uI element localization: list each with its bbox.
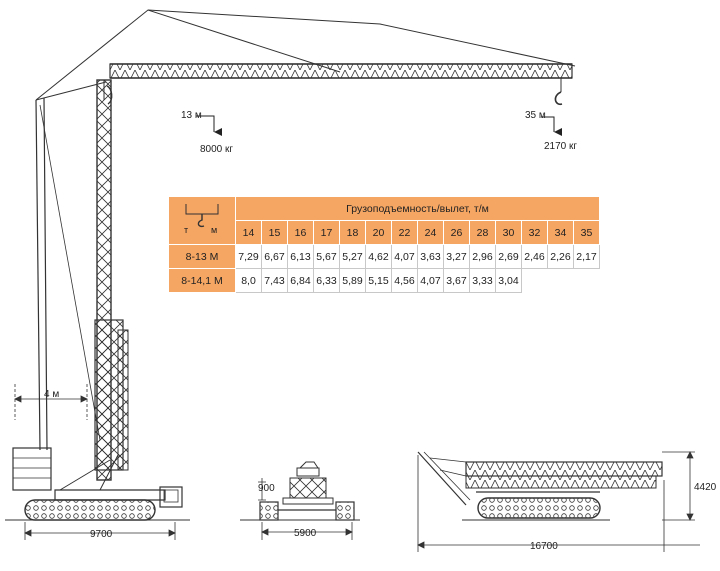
radius-header-cell: 22 [391,220,418,245]
capacity-value-cell: 3,67 [443,268,470,293]
capacity-value-cell: 5,89 [339,268,366,293]
track-width-label: 5900 [294,528,317,539]
capacity-value-cell: 6,13 [287,244,314,269]
radius-min-label: 13 м [181,110,202,121]
transport-length-label: 16700 [530,541,558,552]
empty-cell [521,268,548,293]
capacity-value-cell: 4,07 [391,244,418,269]
capacity-value-cell: 5,27 [339,244,366,269]
base-length-dimension [24,522,176,540]
capacity-value-cell: 4,56 [391,268,418,293]
model-label-cell: 8-14,1 М [168,268,236,293]
capacity-value-cell: 4,62 [365,244,392,269]
radius-header-cell: 28 [469,220,496,245]
transport-view [417,451,700,552]
capacity-value-cell: 8,0 [235,268,262,293]
capacity-value-cell: 2,96 [469,244,496,269]
transport-height-label: 4420 [694,482,717,493]
capacity-value-cell: 6,84 [287,268,314,293]
load-max-label: 2170 кг [544,141,577,152]
hook-icon-cell: т м [168,196,236,245]
radius-header-cell: 26 [443,220,470,245]
table-header-row: т м Грузоподъемность/вылет, т/м [168,196,600,245]
radius-header-cell: 20 [365,220,392,245]
capacity-value-cell: 2,46 [521,244,548,269]
capacity-value-cell: 6,67 [261,244,288,269]
capacity-value-cell: 5,67 [313,244,340,269]
capacity-value-cell: 2,69 [495,244,522,269]
radius-header-cell: 30 [495,220,522,245]
capacity-value-cell: 2,17 [573,244,600,269]
capacity-value-cell: 7,43 [261,268,288,293]
empty-cell [573,268,600,293]
table-title: Грузоподъемность/вылет, т/м [235,196,600,221]
radius-header-cell: 16 [287,220,314,245]
track-height-label: 900 [258,483,275,494]
capacity-value-cell: 3,63 [417,244,444,269]
load-min-label: 8000 кг [200,144,233,155]
radius-header-cell: 17 [313,220,340,245]
unit-tonnes: т [184,225,188,235]
base-length-label: 9700 [90,529,113,540]
radius-header-cell: 32 [521,220,548,245]
radius-header-cell: 24 [417,220,444,245]
empty-cell [547,268,574,293]
capacity-value-cell: 3,27 [443,244,470,269]
model-label-cell: 8-13 М [168,244,236,269]
radius-header-cell: 14 [235,220,262,245]
capacity-value-cell: 6,33 [313,268,340,293]
capacity-value-cell: 5,15 [365,268,392,293]
front-view [240,461,360,540]
load-arrow-max [541,116,562,136]
radius-max-label: 35 м [525,110,546,121]
capacity-value-cell: 3,04 [495,268,522,293]
main-crane [5,9,576,521]
radius-header-cell: 34 [547,220,574,245]
capacity-value-cell: 4,07 [417,268,444,293]
capacity-value-cell: 7,29 [235,244,262,269]
unit-metres: м [211,225,217,235]
radius-header-cell: 15 [261,220,288,245]
capacity-value-cell: 2,26 [547,244,574,269]
radius-header-cell: 18 [339,220,366,245]
tower-width-label: 4 м [44,389,59,400]
capacity-value-cell: 3,33 [469,268,496,293]
hook-icon: т м [184,204,219,235]
radius-header-cell: 35 [573,220,600,245]
tower-width-dimension [14,384,88,420]
load-arrow-min [196,115,222,136]
